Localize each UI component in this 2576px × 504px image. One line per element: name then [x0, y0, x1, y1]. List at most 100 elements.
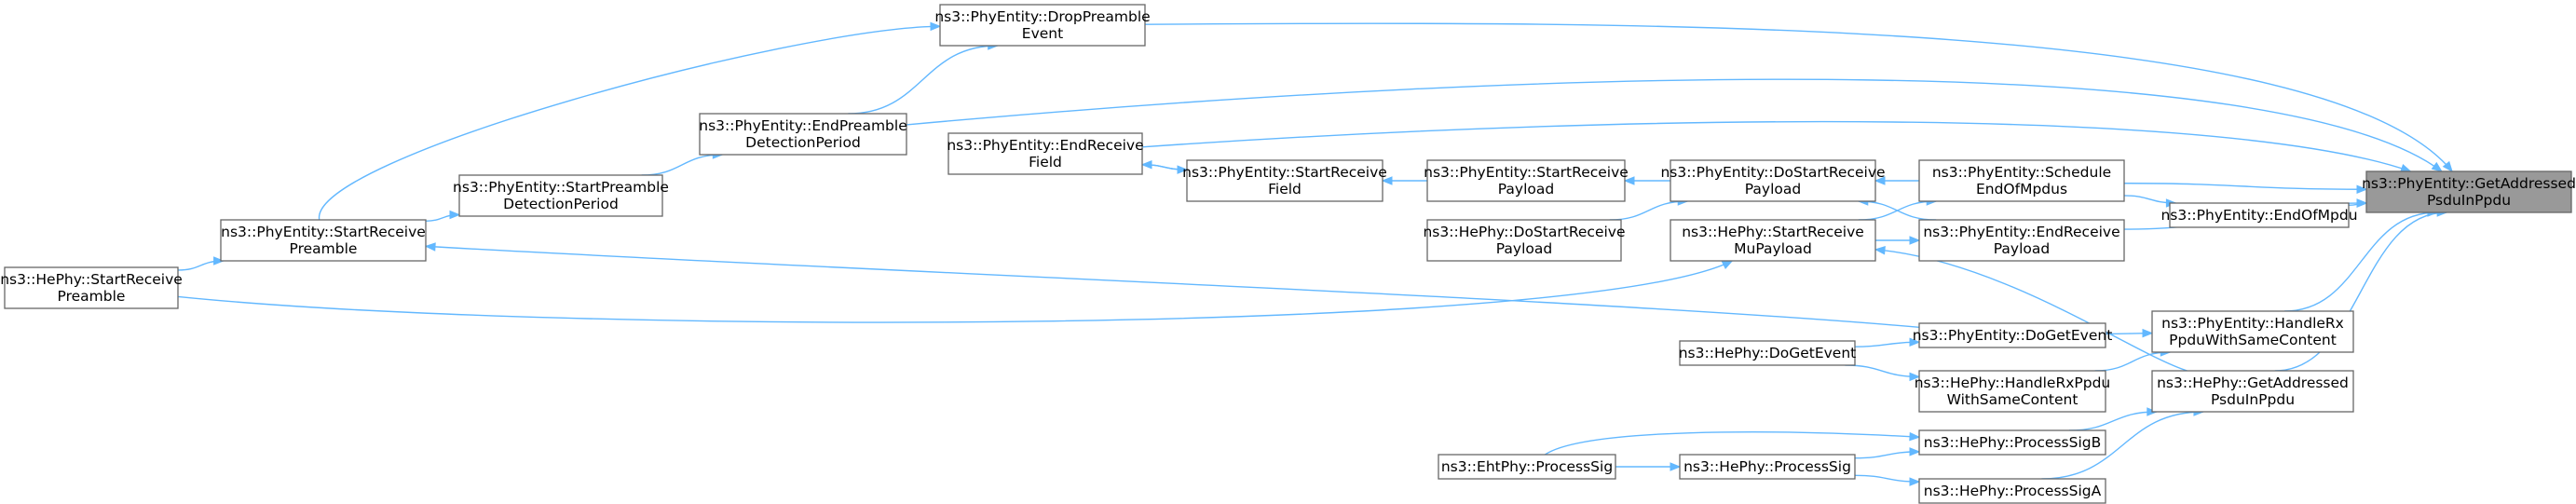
edge-arrowhead	[1623, 176, 1635, 185]
node-label-line: DetectionPeriod	[503, 196, 619, 212]
edge-he-get-addressed-psdu-in-ppdu-to-he-start-receive-mu-payload	[1874, 249, 2188, 372]
node-box	[2365, 170, 2572, 213]
node-label-line: ns3::PhyEntity::HandleRx	[2161, 315, 2344, 332]
node-he-process-sig[interactable]: ns3::HePhy::ProcessSig	[1679, 454, 1856, 480]
node-label-line: WithSameContent	[1947, 391, 2079, 408]
node-box	[1918, 478, 2106, 504]
node-box	[1438, 454, 1616, 480]
node-label-line: ns3::PhyEntity::StartReceive	[1424, 164, 1629, 181]
edge-arrowhead	[1909, 431, 1921, 442]
node-box	[1918, 370, 2106, 413]
edge-handle-rx-ppdu-with-same-content-to-get-addressed-psdu-in-ppdu	[2284, 211, 2437, 312]
edge-arrowhead	[2400, 164, 2412, 172]
node-handle-rx-ppdu-with-same-content[interactable]: ns3::PhyEntity::HandleRxPpduWithSameCont…	[2151, 310, 2354, 353]
edge-arrowhead	[2442, 160, 2453, 173]
edge-arrowhead	[2142, 328, 2154, 338]
node-label-line: ns3::PhyEntity::EndOfMpdu	[2160, 207, 2357, 224]
edge-arrowhead	[449, 210, 461, 220]
node-label-line: ns3::PhyEntity::StartPreamble	[453, 179, 669, 196]
edge-arrowhead	[1874, 176, 1886, 185]
edge-start-preamble-detection-period-to-end-preamble-detection-period	[641, 154, 723, 176]
node-label-line: EndOfMpdus	[1976, 181, 2067, 198]
edge-arrowhead	[1909, 337, 1921, 347]
node-label-line: ns3::HePhy::HandleRxPpdu	[1915, 375, 2111, 391]
node-end-preamble-detection-period[interactable]: ns3::PhyEntity::EndPreambleDetectionPeri…	[699, 113, 907, 156]
node-box	[2169, 202, 2350, 228]
node-box	[2151, 310, 2354, 353]
node-box	[2151, 370, 2354, 413]
node-label-line: ns3::HePhy::StartReceive	[1682, 224, 1864, 240]
node-label-line: ns3::PhyEntity::GetAddressed	[2362, 175, 2576, 192]
node-label-line: ns3::HePhy::ProcessSigB	[1924, 434, 2101, 451]
node-label-line: ns3::PhyEntity::EndReceive	[1923, 224, 2119, 240]
node-phy-do-get-event[interactable]: ns3::PhyEntity::DoGetEvent	[1913, 322, 2113, 348]
node-he-do-get-event[interactable]: ns3::HePhy::DoGetEvent	[1679, 340, 1857, 366]
edge-he-start-receive-preamble-to-he-start-receive-mu-payload	[177, 260, 1733, 323]
node-box	[1670, 219, 1876, 262]
node-he-process-sig-a[interactable]: ns3::HePhy::ProcessSigA	[1918, 478, 2106, 504]
edge-arrowhead	[930, 21, 942, 32]
node-box	[1918, 322, 2106, 348]
node-label-line: ns3::PhyEntity::StartReceive	[1182, 164, 1387, 181]
edge-he-do-start-receive-payload-to-do-start-receive-payload	[1609, 200, 1688, 221]
node-label-line: Payload	[1498, 181, 1554, 198]
edge-arrowhead	[1909, 477, 1921, 486]
node-label-line: ns3::PhyEntity::EndPreamble	[699, 117, 907, 134]
node-label-line: ns3::PhyEntity::StartReceive	[221, 224, 426, 240]
node-label-line: Preamble	[58, 288, 126, 305]
node-label-line: ns3::HePhy::ProcessSig	[1683, 458, 1851, 475]
node-box	[1426, 159, 1626, 202]
node-label-line: ns3::HePhy::GetAddressed	[2157, 375, 2349, 391]
node-label-line: ns3::HePhy::ProcessSigA	[1924, 483, 2102, 499]
node-box	[220, 219, 427, 262]
edge-arrowhead	[1909, 372, 1921, 382]
node-eht-process-sig[interactable]: ns3::EhtPhy::ProcessSig	[1438, 454, 1616, 480]
node-label-line: PsduInPpdu	[2211, 391, 2295, 408]
edge-arrowhead	[1177, 165, 1189, 174]
node-label-line: ns3::HePhy::DoGetEvent	[1679, 345, 1857, 361]
edge-arrowhead	[424, 242, 436, 252]
node-box	[4, 266, 179, 309]
node-label-line: Event	[1022, 25, 1063, 42]
node-box	[699, 113, 907, 156]
node-label-line: DetectionPeriod	[745, 134, 861, 151]
node-end-of-mpdu[interactable]: ns3::PhyEntity::EndOfMpdu	[2160, 202, 2358, 228]
node-label-line: ns3::EhtPhy::ProcessSig	[1441, 458, 1613, 475]
node-box	[1679, 340, 1856, 366]
edge-he-handle-rx-ppdu-with-same-content-to-handle-rx-ppdu-with-same-content	[2094, 351, 2171, 372]
edge-phy-do-get-event-to-phy-start-receive-preamble	[425, 245, 1920, 329]
edge-he-start-receive-mu-payload-to-schedule-end-of-mpdus	[1858, 200, 1937, 221]
edge-arrowhead	[1909, 447, 1921, 456]
node-label-line: Payload	[1745, 181, 1801, 198]
node-label-line: MuPayload	[1734, 240, 1812, 257]
node-box	[939, 4, 1146, 47]
node-start-preamble-detection-period[interactable]: ns3::PhyEntity::StartPreambleDetectionPe…	[453, 174, 669, 217]
edge-schedule-end-of-mpdus-to-get-addressed-psdu-in-ppdu	[2123, 183, 2367, 190]
edge-arrowhead	[1721, 260, 1734, 269]
node-layer: ns3::PhyEntity::GetAddressedPsduInPpduns…	[0, 4, 2576, 504]
node-box	[1918, 219, 2125, 262]
node-label-line: ns3::HePhy::StartReceive	[0, 271, 183, 288]
edge-arrowhead	[1874, 246, 1886, 255]
node-he-process-sig-b[interactable]: ns3::HePhy::ProcessSigB	[1918, 429, 2106, 456]
edge-layer	[177, 21, 2453, 486]
edge-end-preamble-detection-period-to-drop-preamble-event	[848, 45, 998, 115]
edge-arrowhead	[2431, 161, 2443, 172]
node-label-line: Payload	[1496, 240, 1552, 257]
node-box	[1426, 219, 1622, 262]
